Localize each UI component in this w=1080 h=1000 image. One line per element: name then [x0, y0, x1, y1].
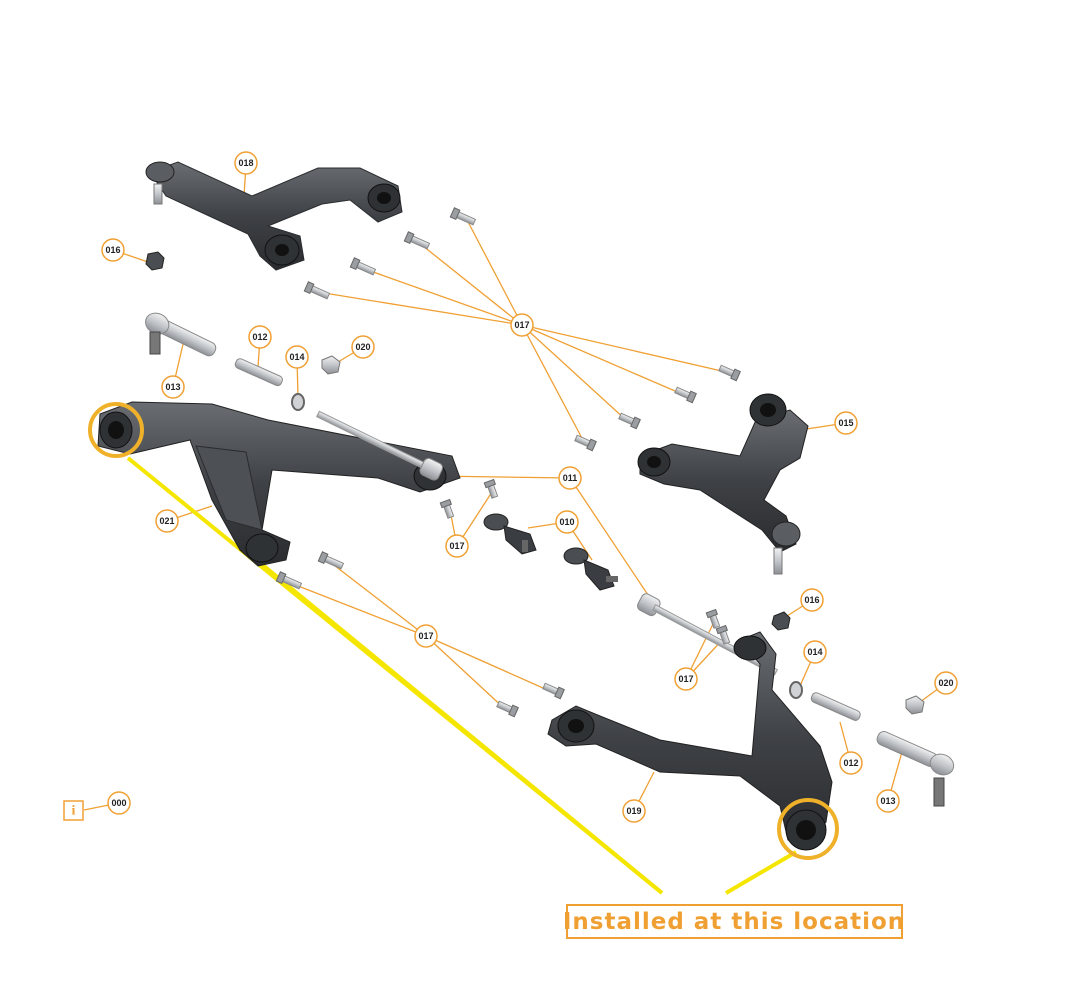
upper-control-arm-018	[145, 161, 403, 271]
svg-text:013: 013	[165, 382, 180, 392]
callout-016-top[interactable]: 016	[101, 238, 125, 262]
highlight-lines	[126, 456, 798, 895]
svg-text:014: 014	[289, 352, 304, 362]
svg-text:018: 018	[238, 158, 253, 168]
svg-text:000: 000	[111, 798, 126, 808]
callout-017-top[interactable]: 017	[510, 313, 534, 337]
svg-text:010: 010	[559, 517, 574, 527]
bolts-017-lower-group	[275, 551, 731, 718]
callout-020-left[interactable]: 020	[351, 335, 375, 359]
tie-rod-end-013-right	[876, 731, 955, 807]
banner-label: Installed at this location	[563, 909, 905, 935]
svg-text:017: 017	[449, 541, 464, 551]
svg-text:017: 017	[514, 320, 529, 330]
ball-joint-010-a	[483, 513, 537, 555]
nut-020-left	[321, 355, 341, 375]
callout-011[interactable]: 011	[558, 466, 582, 490]
tie-rod-end-013-left	[145, 312, 217, 357]
callout-017-right[interactable]: 017	[674, 667, 698, 691]
callout-017-mid[interactable]: 017	[445, 534, 469, 558]
install-location-ring-left	[88, 402, 144, 458]
nut-016-right	[771, 611, 791, 631]
lower-control-arm-019	[547, 631, 833, 851]
svg-text:012: 012	[843, 758, 858, 768]
upper-control-arm-015	[637, 393, 809, 575]
svg-text:015: 015	[838, 418, 853, 428]
svg-text:016: 016	[804, 595, 819, 605]
nut-020-right	[905, 695, 925, 715]
install-location-highlights	[88, 402, 839, 860]
callout-000[interactable]: 000	[107, 791, 131, 815]
leader-lines	[83, 164, 947, 812]
callout-014-right[interactable]: 014	[803, 640, 827, 664]
svg-text:020: 020	[355, 342, 370, 352]
info-icon[interactable]: i	[63, 800, 84, 821]
ball-joint-010-b	[563, 547, 618, 591]
svg-text:021: 021	[159, 516, 174, 526]
svg-text:i: i	[72, 804, 76, 819]
lower-control-arm-021	[97, 401, 461, 567]
svg-text:011: 011	[563, 473, 578, 483]
svg-text:014: 014	[807, 647, 822, 657]
nut-016-top	[145, 251, 165, 271]
part-callouts: 018 016 017 012 014 020 013 015 011 021 …	[101, 151, 958, 823]
callout-017-lower[interactable]: 017	[414, 624, 438, 648]
callout-013-left[interactable]: 013	[161, 375, 185, 399]
callout-012-right[interactable]: 012	[839, 751, 863, 775]
svg-text:016: 016	[105, 245, 120, 255]
callout-012-left[interactable]: 012	[248, 325, 272, 349]
svg-text:013: 013	[880, 796, 895, 806]
washer-014-left	[291, 393, 305, 411]
sleeve-012-left	[234, 358, 283, 387]
callout-018[interactable]: 018	[234, 151, 258, 175]
svg-text:017: 017	[678, 674, 693, 684]
washer-014-right	[789, 681, 803, 699]
callout-016-right[interactable]: 016	[800, 588, 824, 612]
sleeve-012-right	[810, 692, 861, 721]
svg-text:012: 012	[252, 332, 267, 342]
callout-013-right[interactable]: 013	[876, 789, 900, 813]
callout-019[interactable]: 019	[622, 799, 646, 823]
callout-010[interactable]: 010	[555, 510, 579, 534]
bolts-017-upper-group	[303, 207, 741, 452]
svg-text:017: 017	[418, 631, 433, 641]
callout-015[interactable]: 015	[834, 411, 858, 435]
callout-014-left[interactable]: 014	[285, 345, 309, 369]
callout-021[interactable]: 021	[155, 509, 179, 533]
installed-location-banner: Installed at this location	[563, 904, 905, 939]
svg-text:019: 019	[626, 806, 641, 816]
callout-020-right[interactable]: 020	[934, 671, 958, 695]
install-location-ring-right	[777, 798, 839, 860]
svg-text:020: 020	[938, 678, 953, 688]
inner-tie-rod-011-upper	[316, 410, 443, 481]
bolts-017-mid-left	[439, 478, 499, 519]
